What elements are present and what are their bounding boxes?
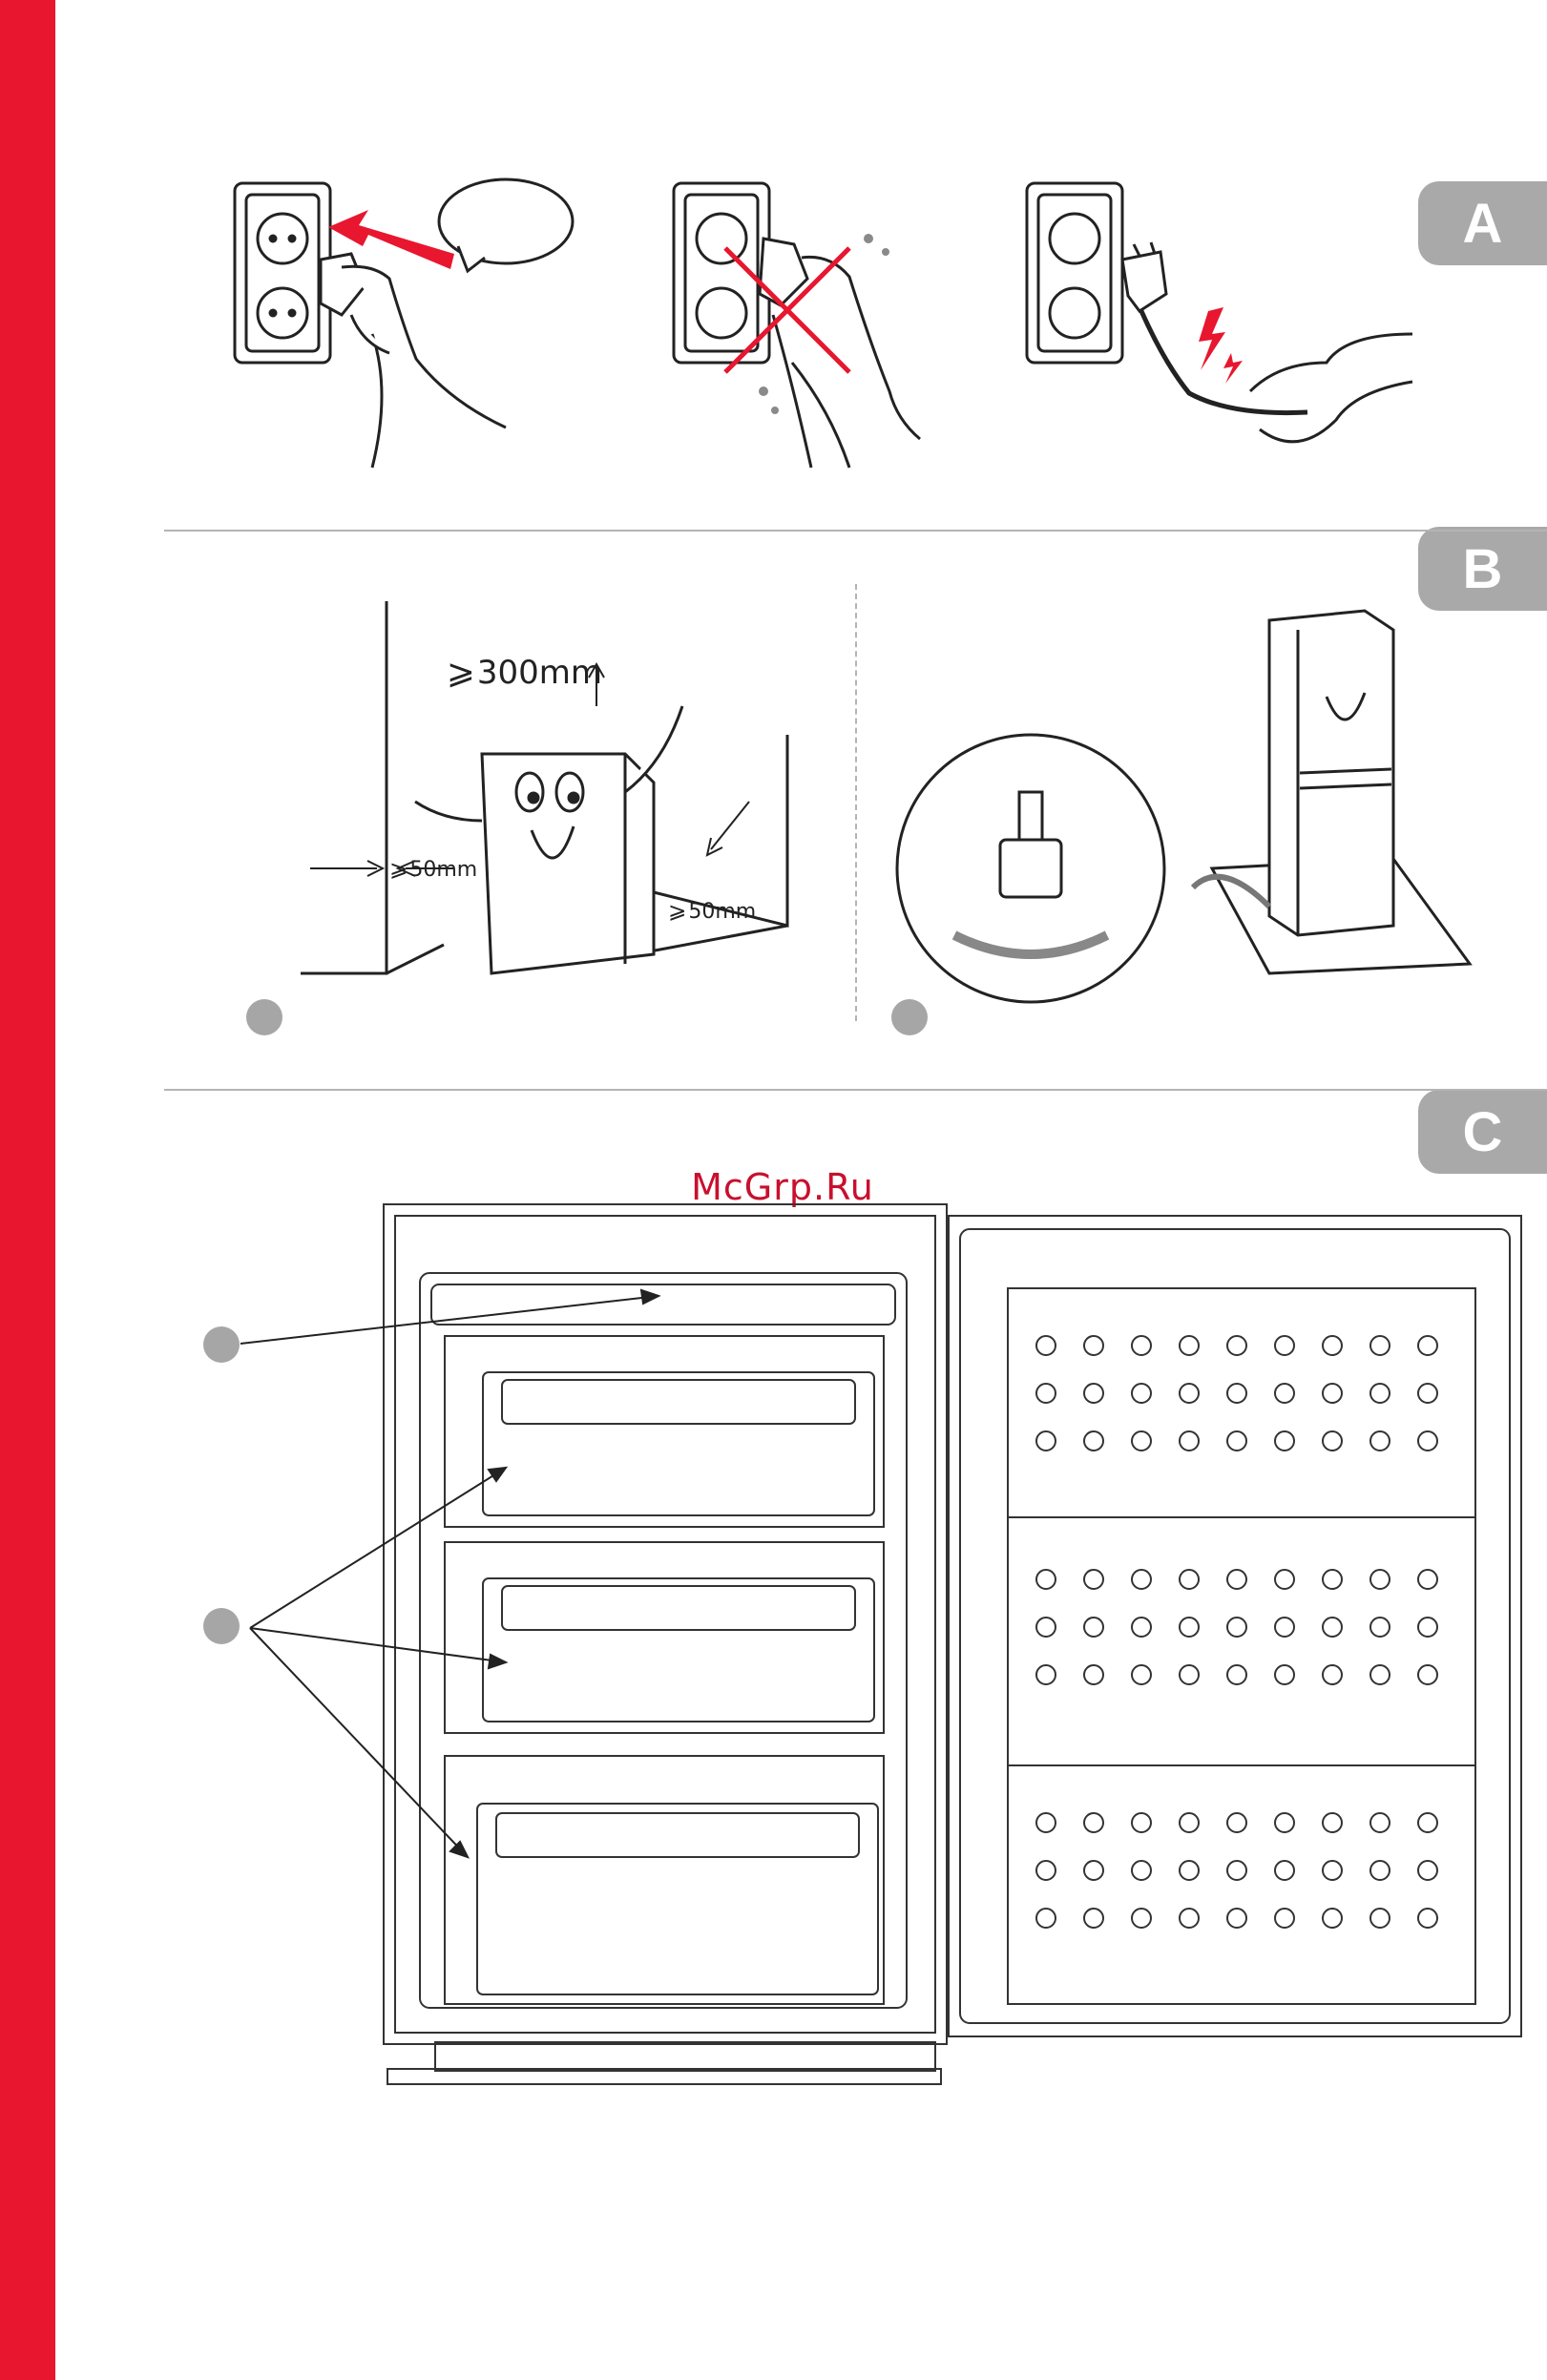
callout-marker <box>203 1326 240 1363</box>
callout-marker <box>203 1608 240 1644</box>
